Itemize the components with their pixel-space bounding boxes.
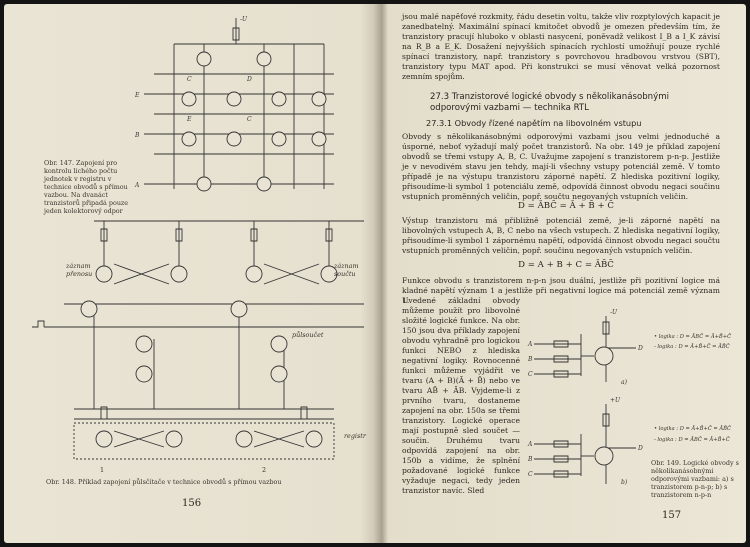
page-number-left: 156: [182, 498, 202, 509]
paragraph-3: Funkce obvodu s tranzistorem n-p-n jsou …: [402, 276, 720, 305]
paragraph-1: Obvody s několikanásobnými odporovými va…: [402, 132, 720, 201]
label-pulsoucet: půlsoučet: [292, 331, 324, 339]
svg-text:B: B: [527, 456, 533, 463]
subsection-heading-27-3-1: 27.3.1 Obvody řízené napětím na libovoln…: [426, 118, 642, 128]
label-zaznam-prenosu: záznam přenosu: [66, 262, 93, 278]
svg-text:a): a): [621, 379, 628, 386]
label-one: 1: [100, 466, 105, 474]
svg-text:B: B: [527, 356, 533, 363]
svg-text:+U: +U: [610, 397, 621, 404]
section-heading-27-3: 27.3 Tranzistorové logické obvody s něko…: [430, 92, 669, 113]
book-spread: -U E B A C D E C Obr. 147. Zapojení pro kontr…: [4, 4, 746, 543]
page-right: jsou malé napěťové rozkmity, řádu deseti…: [386, 4, 746, 543]
caption-figure-147: Obr. 147. Zapojení pro kontrolu lichého …: [44, 159, 129, 215]
svg-text:E: E: [186, 116, 192, 123]
svg-text:-U: -U: [610, 309, 618, 316]
label-two: 2: [262, 466, 267, 474]
svg-text:C: C: [247, 116, 252, 123]
logic-label-a-positive: • logika : D = ĀBC̄ = Ā+B̄+C̄: [654, 334, 732, 340]
label-zaznam-souctu: záznam součtu: [334, 262, 359, 278]
logic-label-b-positive: • logika : D = Ā+B̄+C̄ = ĀB̄C̄: [654, 426, 731, 432]
book-gutter: [374, 4, 388, 543]
svg-text:E: E: [134, 92, 140, 99]
page-number-right: 157: [662, 510, 682, 521]
caption-figure-148: Obr. 148. Příklad zapojení půlsčítače v …: [46, 478, 282, 486]
caption-figure-149: Obr. 149. Logické obvody s několikanásob…: [651, 459, 739, 499]
page-left: -U E B A C D E C Obr. 147. Zapojení pro kontr…: [4, 4, 376, 543]
svg-text:B: B: [134, 132, 140, 139]
label-registr: registr: [344, 432, 366, 440]
svg-text:-U: -U: [240, 16, 248, 23]
figure-149-circuit: A B C A B C D D -U +U a) b): [527, 309, 643, 486]
paragraph-2: Výstup tranzistoru má přibližně potenciá…: [402, 216, 720, 255]
figure-148-circuit: [4, 209, 376, 469]
svg-text:C: C: [187, 76, 192, 83]
logic-label-a-negative: - logika : D = Ā+B̄+C̄ = ĀB̄C̄: [654, 344, 730, 350]
svg-text:D: D: [637, 445, 643, 452]
svg-text:A: A: [527, 441, 533, 448]
svg-text:C: C: [528, 371, 533, 378]
formula-2: D = A + B + C = ĀB̄C̄: [518, 260, 614, 270]
paragraph-top: jsou malé napěťové rozkmity, řádu deseti…: [402, 12, 720, 81]
figure-147-circuit: -U E B A C D E C: [134, 16, 376, 209]
svg-text:D: D: [637, 345, 643, 352]
svg-text:A: A: [134, 182, 140, 189]
svg-text:D: D: [246, 76, 252, 83]
logic-label-b-negative: - logika : D = ĀBC̄ = Ā+B̄+C̄: [654, 437, 730, 443]
svg-text:b): b): [621, 479, 628, 486]
fig149a-input-a: A: [527, 341, 533, 348]
svg-text:C: C: [528, 471, 533, 478]
formula-1: D = ĀBC̄ = Ā + B̄ + C̄: [518, 201, 614, 211]
paragraph-4: Uvedené základní obvody můžeme použít pr…: [402, 296, 520, 495]
